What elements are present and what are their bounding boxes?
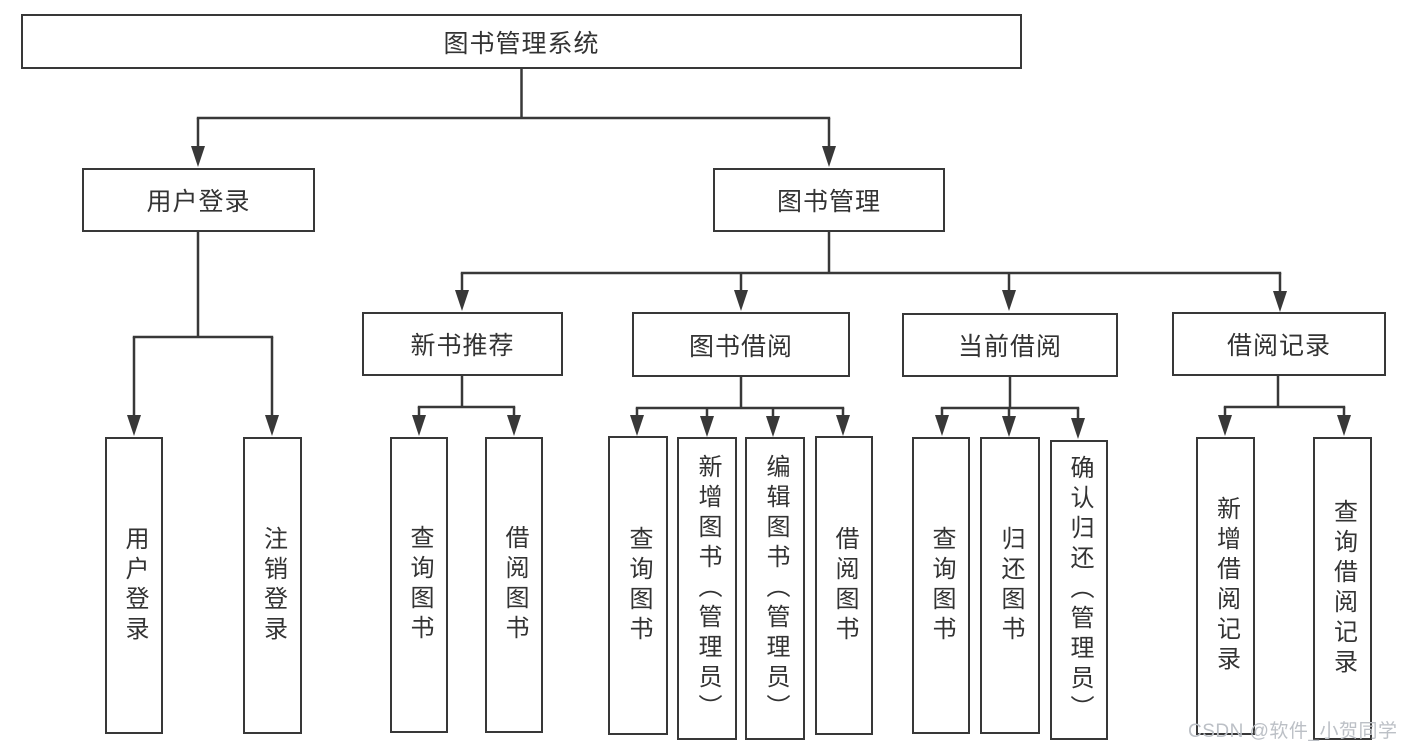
node-label: 图书管理系统	[443, 29, 600, 58]
leaf-label: 查询图书	[625, 525, 652, 646]
node-new-book-recommend: 新书推荐	[362, 312, 563, 376]
leaf-label: 注销登录	[259, 525, 287, 646]
leaf-borrow-books: 借阅图书	[815, 436, 873, 735]
node-borrowing-records: 借阅记录	[1172, 312, 1386, 376]
leaf-label: 借阅图书	[501, 525, 528, 645]
leaf-confirm-return-admin: 确认归还（管理员）	[1050, 440, 1108, 740]
leaf-query-books-recommend: 查询图书	[390, 437, 448, 733]
node-label: 当前借阅	[957, 333, 1062, 361]
node-label: 借阅记录	[1226, 332, 1331, 360]
leaf-add-books-admin: 新增图书（管理员）	[677, 437, 737, 740]
node-label: 图书借阅	[688, 332, 793, 361]
leaf-label: 归还图书	[997, 525, 1024, 646]
leaf-borrow-books-recommend: 借阅图书	[485, 437, 543, 733]
csdn-watermark: CSDN @软件_小贺同学	[1188, 721, 1398, 742]
leaf-label: 确认归还（管理员）	[1066, 455, 1093, 725]
node-book-borrowing: 图书借阅	[632, 312, 850, 377]
leaf-label: 查询图书	[406, 525, 433, 645]
leaf-user-login: 用户登录	[105, 437, 163, 734]
leaf-return-books: 归还图书	[980, 437, 1040, 734]
leaf-label: 新增图书（管理员）	[694, 453, 721, 724]
node-label: 新书推荐	[410, 332, 515, 360]
node-current-borrowing: 当前借阅	[902, 313, 1118, 377]
leaf-label: 新增借阅记录	[1212, 496, 1240, 676]
leaf-label: 查询借阅记录	[1329, 498, 1357, 679]
leaf-edit-books-admin: 编辑图书（管理员）	[745, 437, 805, 740]
leaf-label: 查询图书	[928, 525, 955, 646]
arrowheads	[127, 146, 1351, 439]
leaf-query-books-current: 查询图书	[912, 437, 970, 734]
node-library-management-system: 图书管理系统	[21, 14, 1022, 69]
leaf-label: 借阅图书	[831, 525, 858, 646]
leaf-add-borrow-record: 新增借阅记录	[1196, 437, 1255, 735]
leaf-logout: 注销登录	[243, 437, 302, 734]
node-user-login: 用户登录	[82, 168, 315, 232]
leaf-label: 编辑图书（管理员）	[762, 453, 789, 724]
leaf-query-borrow-record: 查询借阅记录	[1313, 437, 1372, 740]
node-book-management: 图书管理	[713, 168, 945, 232]
leaf-query-books-borrowing: 查询图书	[608, 436, 668, 735]
node-label: 用户登录	[146, 188, 251, 216]
node-label: 图书管理	[776, 188, 881, 216]
leaf-label: 用户登录	[121, 525, 148, 646]
